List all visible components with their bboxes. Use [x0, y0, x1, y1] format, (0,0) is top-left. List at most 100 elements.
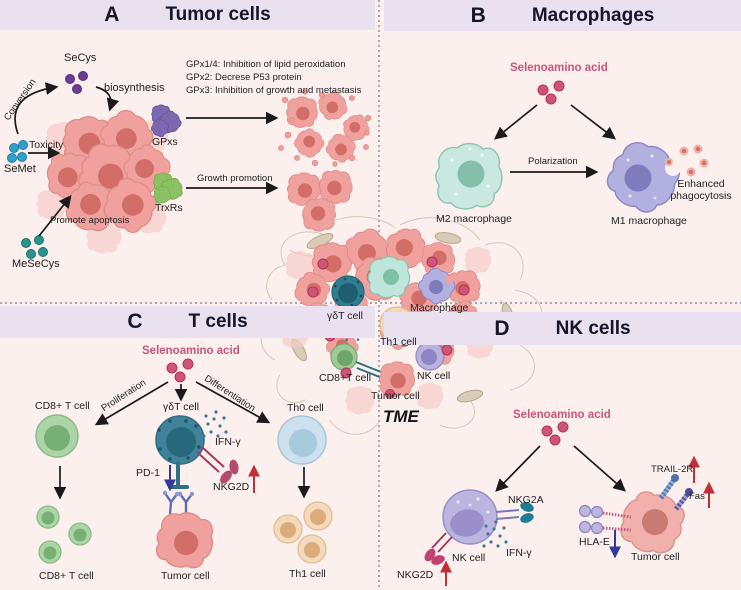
selenoamino-dots-icon: [537, 80, 565, 105]
cd8-t-cell-bottom-label: CD8+ T cell: [39, 570, 94, 582]
panel-c-header: C T cells: [0, 306, 375, 338]
hla-e-molecules-icon: [578, 504, 632, 535]
enhanced-line-2: phagocytosis: [670, 190, 732, 203]
enhanced-line-1: Enhanced: [677, 178, 725, 190]
panel-a-title: Tumor cells: [165, 4, 271, 25]
pd1-label: PD-1: [136, 467, 160, 479]
m2-macrophage-label: M2 macrophage: [436, 213, 512, 225]
th0-cell-label: Th0 cell: [287, 402, 324, 414]
nkg2a-label: NKG2A: [508, 494, 544, 506]
nkg2a-receptor-icon: [495, 502, 534, 523]
tme-nk-label: NK cell: [417, 370, 451, 382]
selenoamino-dots-icon: [166, 358, 194, 383]
semet-label: SeMet: [4, 163, 36, 175]
semet-molecule-icon: [7, 140, 28, 163]
gamma-delta-t-cell-icon: [155, 415, 205, 489]
tme-label: TME: [383, 407, 419, 426]
tme-gamma-delta-t-cell-icon: [331, 275, 365, 309]
panel-d-letter: D: [494, 316, 510, 340]
hla-e-label: HLA-E: [579, 536, 610, 548]
selenoamino-label-d: Selenoamino acid: [513, 409, 611, 421]
panel-a-illustration: [7, 71, 373, 259]
fas-label: Fas: [689, 491, 705, 502]
panel-c-illustration: [35, 358, 333, 572]
tumor-cell-icon: [153, 508, 217, 572]
th0-cell-icon: [277, 415, 327, 465]
panel-d-header: D NK cells: [384, 312, 741, 345]
enhanced-phagocytosis-label: Enhanced phagocytosis: [664, 178, 738, 202]
panel-d-title: NK cells: [555, 317, 631, 339]
m1-macrophage-icon: [599, 132, 689, 222]
panel-c-title: T cells: [188, 311, 248, 332]
selenoamino-label-c: Selenoamino acid: [142, 345, 240, 357]
inhibited-tumor-cells-icon: [278, 88, 373, 167]
gdt-cell-label: γδT cell: [163, 401, 199, 413]
tme-m1-macrophage-icon: [414, 263, 460, 309]
panel-a-letter: A: [104, 3, 120, 26]
tme-macrophage-label: Macrophage: [410, 302, 469, 314]
trail-2r-receptor-icon: [658, 474, 679, 500]
ifn-gamma-dots-icon: [202, 410, 228, 438]
tumor-cell-label-d: Tumor cell: [631, 551, 680, 563]
growth-promotion-label: Growth promotion: [197, 173, 273, 184]
tumor-cell-icon: [614, 485, 690, 561]
th1-cell-label-c: Th1 cell: [289, 568, 326, 580]
panel-c-arrows: [53, 381, 311, 500]
biosynthesis-label: biosynthesis: [104, 82, 165, 94]
panel-a-header: A Tumor cells: [0, 0, 375, 30]
nkg2d-receptor-icon: [196, 446, 239, 484]
panel-a-arrows: [14, 82, 279, 237]
gpx-effect-2: GPx2: Decrese P53 protein: [186, 72, 302, 83]
ifn-gamma-label-d: IFN-γ: [506, 547, 532, 559]
selenoamino-label-b: Selenoamino acid: [510, 62, 608, 74]
secys-label: SeCys: [64, 52, 97, 64]
nk-cell-label: NK cell: [452, 552, 486, 564]
nkg2d-receptor-icon: [424, 532, 453, 565]
trxrs-protein-icon: [151, 173, 185, 206]
toxicity-label: Toxicity: [29, 139, 64, 151]
promoted-tumor-cells-icon: [287, 170, 352, 231]
m1-macrophage-label: M1 macrophage: [611, 215, 687, 227]
ifn-gamma-label-c: IFN-γ: [215, 436, 241, 448]
gpx-effect-1: GPx1/4: Inhibition of lipid peroxidation: [186, 59, 346, 70]
panel-c-letter: C: [127, 310, 143, 333]
tme-cd8-t-cell-icon: [330, 343, 358, 371]
trxrs-label: TrxRs: [155, 202, 183, 214]
trail-2r-label: TRAIL-2R: [651, 464, 694, 475]
tme-gdt-label: γδT cell: [327, 310, 363, 322]
phagocytosis-debris-icon: [679, 144, 709, 177]
gpx-effect-3: GPx3: Inhibition of growth and metastasi…: [186, 85, 362, 96]
th1-cell-cluster-icon: [273, 501, 333, 564]
mesecys-label: MeSeCys: [12, 258, 60, 270]
selenoamino-dots-icon: [541, 421, 569, 446]
panel-d-illustration: [424, 421, 715, 586]
polarization-label: Polarization: [528, 156, 578, 167]
tumor-cell-label-c: Tumor cell: [161, 570, 210, 582]
cd8-t-cell-cluster-icon: [36, 505, 92, 564]
cd8-t-cell-top-label: CD8+ T cell: [35, 400, 90, 412]
tcr-receptor-icon: [162, 490, 195, 515]
fas-receptor-icon: [674, 488, 693, 511]
secys-molecule-icon: [65, 71, 88, 94]
panel-b-title: Macrophages: [531, 4, 655, 26]
tme-cd8-tcr-connector-icon: [355, 361, 383, 379]
nkg2d-label-c: NKG2D: [213, 481, 250, 493]
cd8-t-cell-icon: [35, 414, 79, 458]
nk-cell-icon: [442, 489, 498, 545]
tme-m2-macrophage-icon: [368, 257, 409, 298]
panel-b-letter: B: [470, 3, 486, 27]
tme-nk-cell-icon: [415, 341, 445, 371]
tme-tumor-label: Tumor cell: [371, 390, 420, 402]
m2-macrophage-icon: [436, 144, 502, 209]
panel-b-arrows: [494, 104, 617, 179]
tme-th1-label: Th1 cell: [380, 336, 417, 348]
panel-b-header: B Macrophages: [384, 0, 741, 31]
panel-d-arrows: [495, 445, 626, 492]
panel-b-illustration: [436, 80, 709, 222]
promote-apoptosis-label: Promote apoptosis: [50, 215, 130, 226]
nkg2d-label-d: NKG2D: [397, 569, 434, 581]
mesecys-molecule-icon: [21, 235, 48, 259]
gpxs-label: GPxs: [152, 136, 178, 148]
